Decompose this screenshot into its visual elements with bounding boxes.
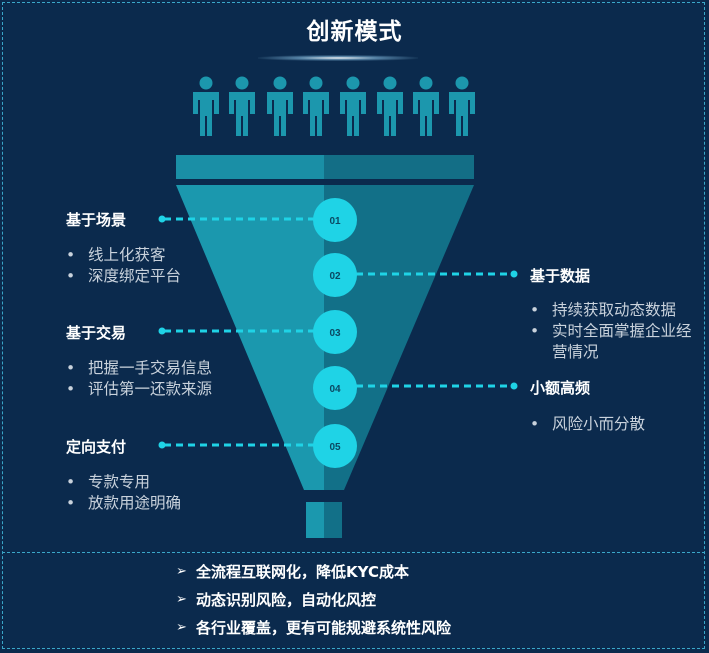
step-circle-03 [313, 310, 357, 354]
person-icon [193, 76, 219, 136]
step-circle-02 [313, 253, 357, 297]
funnel-stem-right [324, 502, 342, 538]
label-directed-payment: 定向支付 [66, 438, 127, 456]
list-item: 风险小而分散 [530, 414, 645, 435]
person-icon [229, 76, 255, 136]
step-number-02: 02 [329, 271, 341, 282]
bottom-point: 动态识别风险，自动化风控 [176, 586, 451, 614]
funnel-body-right [324, 185, 474, 490]
people-row [193, 76, 475, 136]
step-number-03: 03 [329, 328, 341, 339]
person-icon [449, 76, 475, 136]
bottom-point: 各行业覆盖，更有可能规避系统性风险 [176, 614, 451, 642]
list-item: 评估第一还款来源 [66, 379, 212, 400]
section-divider [2, 552, 705, 553]
step-circle-05 [313, 424, 357, 468]
connector-dot [510, 270, 518, 278]
label-scenario: 基于场景 [66, 211, 127, 229]
connector-dot [158, 327, 166, 335]
connector-dot [158, 215, 166, 223]
connector-dot [158, 441, 166, 449]
page-title: 创新模式 [306, 19, 403, 45]
list-item: 深度绑定平台 [66, 266, 181, 287]
list-data: 持续获取动态数据 实时全面掌握企业经营情况 [530, 300, 698, 363]
list-item: 把握一手交易信息 [66, 358, 212, 379]
list-transaction: 把握一手交易信息 评估第一还款来源 [66, 358, 212, 400]
person-icon [413, 76, 439, 136]
person-icon [340, 76, 366, 136]
person-icon [267, 76, 293, 136]
bottom-points: 全流程互联网化，降低KYC成本 动态识别风险，自动化风控 各行业覆盖，更有可能规… [176, 558, 451, 642]
label-small-high-freq: 小额高频 [530, 379, 591, 397]
connector-dot [510, 382, 518, 390]
list-item: 持续获取动态数据 [530, 300, 698, 321]
list-scenario: 线上化获客 深度绑定平台 [66, 245, 181, 287]
title-glow [258, 55, 418, 61]
funnel-top-bar-left [176, 155, 324, 179]
step-number-04: 04 [329, 384, 341, 395]
bottom-point: 全流程互联网化，降低KYC成本 [176, 558, 451, 586]
funnel-body-left [176, 185, 324, 490]
step-number-05: 05 [329, 442, 341, 453]
step-circle-01 [313, 198, 357, 242]
label-data: 基于数据 [530, 267, 591, 285]
funnel-top-bar-right [324, 155, 474, 179]
list-item: 线上化获客 [66, 245, 181, 266]
label-transaction: 基于交易 [66, 324, 127, 342]
list-item: 专款专用 [66, 472, 181, 493]
step-number-01: 01 [329, 216, 341, 227]
list-item: 放款用途明确 [66, 493, 181, 514]
step-circle-04 [313, 366, 357, 410]
list-directed-payment: 专款专用 放款用途明确 [66, 472, 181, 514]
person-icon [377, 76, 403, 136]
list-item: 实时全面掌握企业经营情况 [530, 321, 698, 363]
list-small-high-freq: 风险小而分散 [530, 414, 645, 435]
funnel-stem-left [306, 502, 324, 538]
person-icon [303, 76, 329, 136]
funnel-diagram: 01 02 03 04 05 [158, 76, 518, 538]
